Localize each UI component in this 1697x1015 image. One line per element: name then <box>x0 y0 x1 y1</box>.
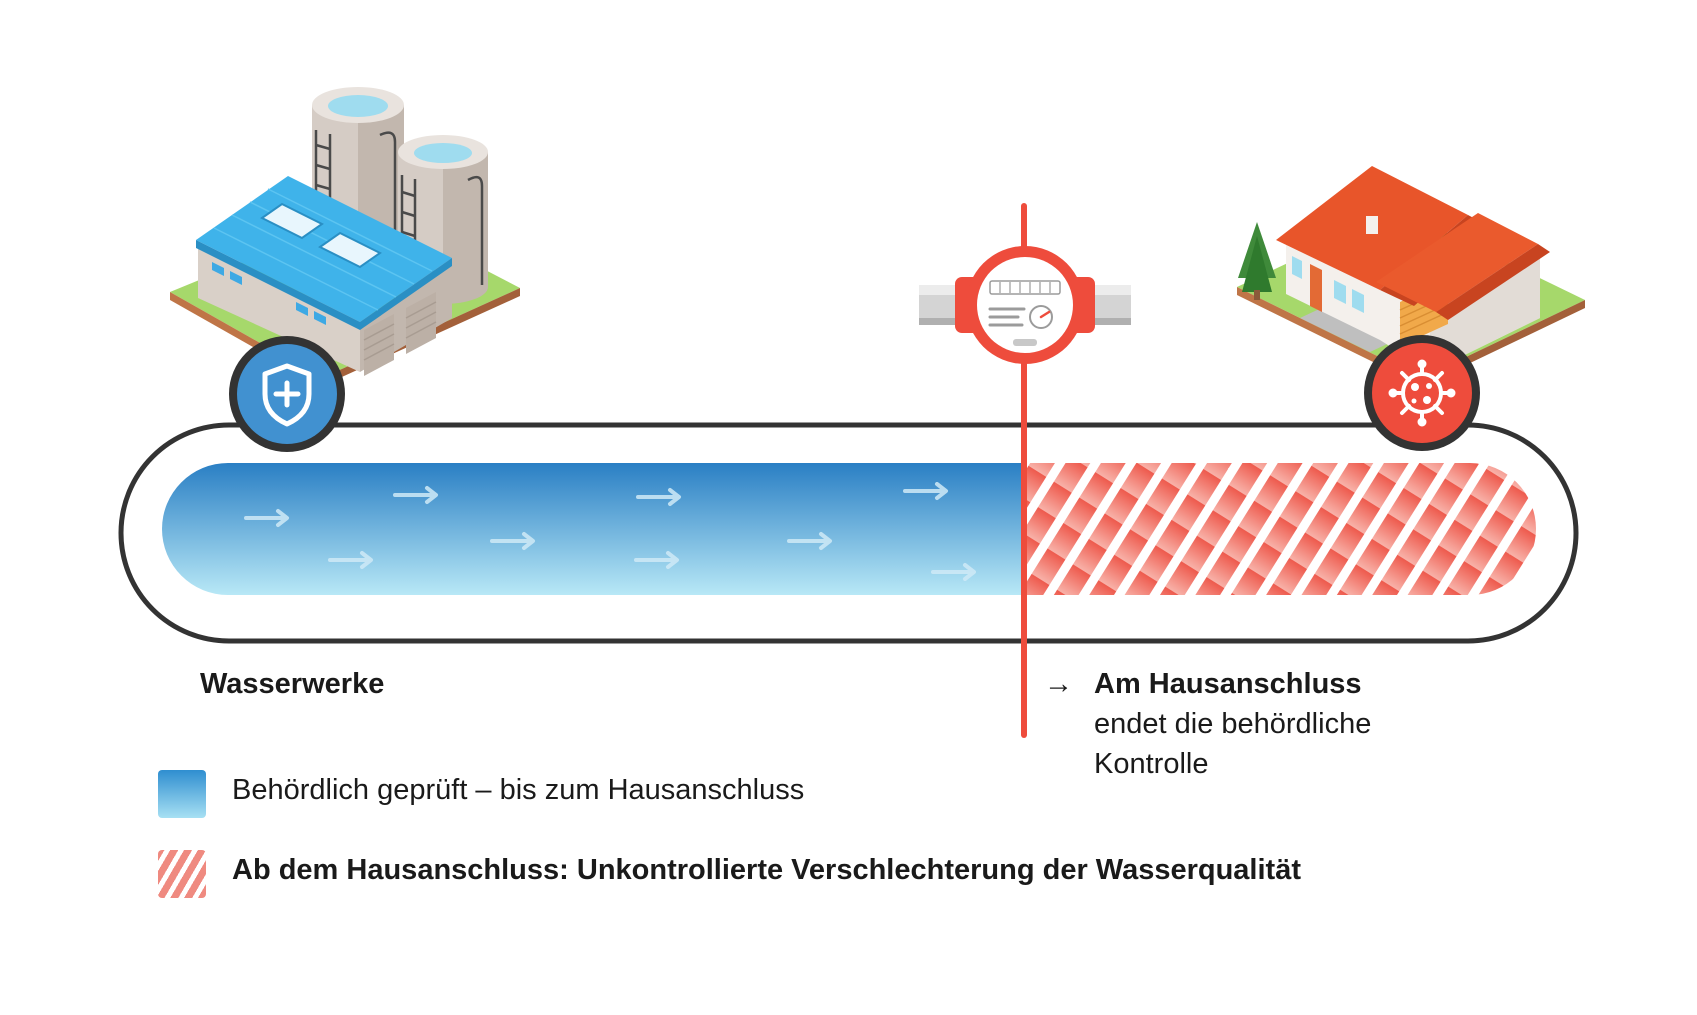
germ-icon <box>1388 359 1456 427</box>
waterworks-building-icon <box>170 87 520 386</box>
flow-arrows <box>244 482 976 581</box>
legend-text-treated: Behördlich geprüft – bis zum Hausanschlu… <box>232 774 805 806</box>
flow-arrow-icon <box>634 551 679 569</box>
legend-text-contaminated: Ab dem Hausanschluss: Unkontrollierte Ve… <box>232 854 1301 886</box>
house-icon <box>1237 166 1585 386</box>
germ-badge <box>1364 335 1480 451</box>
flow-arrow-icon <box>393 486 438 504</box>
flow-arrow-icon <box>931 563 976 581</box>
water-channel <box>162 463 1536 595</box>
shield-plus-icon <box>262 363 312 427</box>
arrow-icon: → <box>1044 668 1073 700</box>
flow-arrow-icon <box>490 532 535 550</box>
flow-arrow-icon <box>903 482 948 500</box>
hausanschluss-description-line1: endet die behördliche <box>1094 708 1372 740</box>
flow-arrow-icon <box>244 509 289 527</box>
legend-swatch-contaminated <box>158 850 206 898</box>
hausanschluss-description-line2: Kontrolle <box>1094 748 1209 780</box>
treated-water-section <box>162 463 1024 595</box>
flow-arrow-icon <box>328 551 373 569</box>
flow-arrow-icon <box>636 488 681 506</box>
contaminated-water-section <box>1024 463 1536 595</box>
hausanschluss-title: Am Hausanschluss <box>1094 668 1362 700</box>
flow-arrow-icon <box>787 532 832 550</box>
legend-swatch-treated <box>158 770 206 818</box>
shield-badge <box>229 336 345 452</box>
water-meter-icon <box>919 246 1131 364</box>
waterworks-label: Wasserwerke <box>200 668 385 700</box>
